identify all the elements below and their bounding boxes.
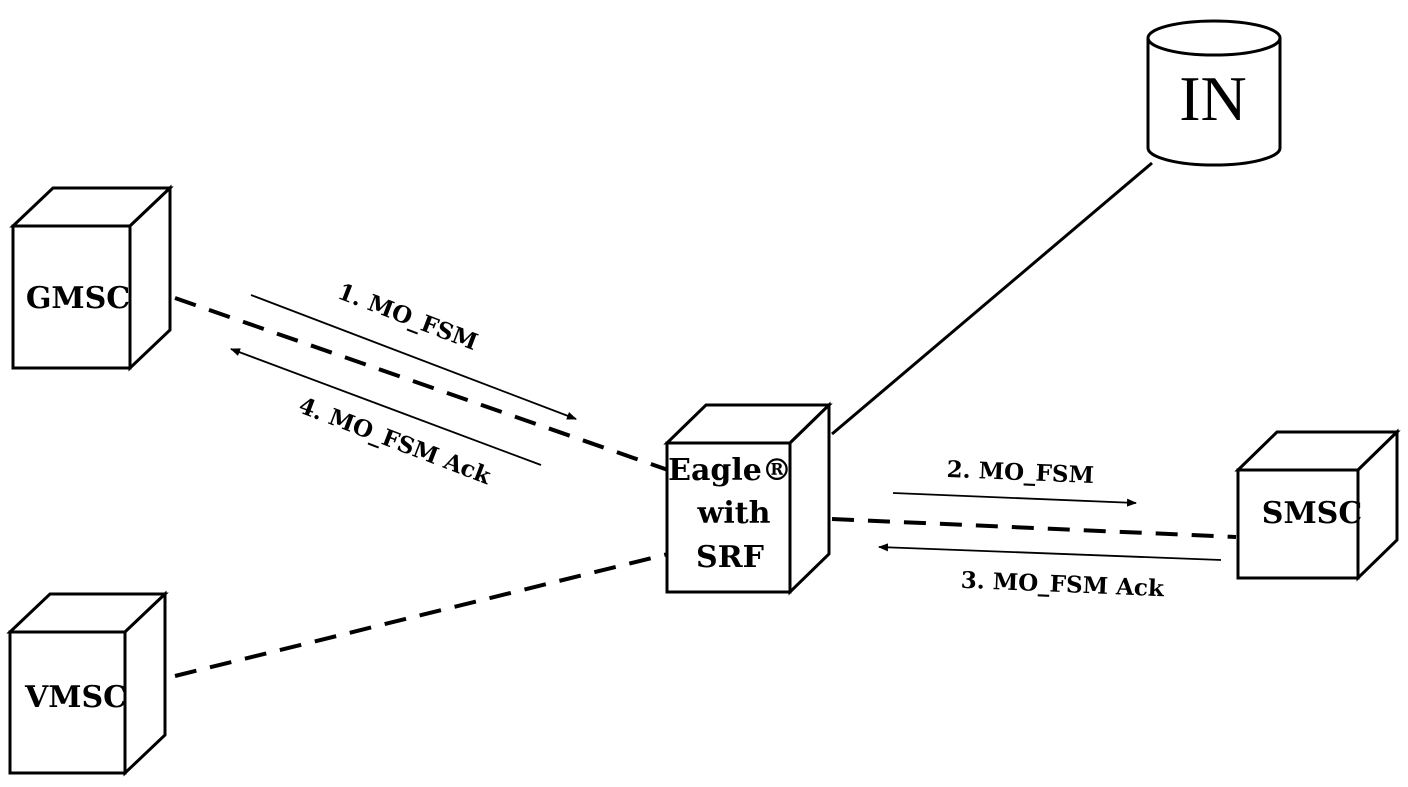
vmsc-label: VMSC [24, 680, 127, 715]
link-gmsc-eagle [174, 296, 669, 472]
links [174, 161, 1237, 678]
arrow-msg-2 [892, 492, 1137, 507]
cylinder-top [1146, 19, 1282, 57]
gmsc-label: GMSC [26, 281, 130, 316]
msg-4-label: 4. MO_FSM Ack [295, 392, 495, 490]
link-eagle-smsc [831, 517, 1237, 539]
link-vmsc-eagle [174, 552, 669, 678]
cylinder-body [1146, 38, 1282, 167]
eagle-label-line2: with [697, 496, 771, 531]
cube-front [665, 441, 792, 594]
eagle-label-line1: Eagle® [668, 453, 792, 488]
cube-front [8, 630, 127, 775]
arrow-msg-4 [230, 348, 542, 466]
arrow-msg-3 [878, 543, 1222, 561]
node-smsc: SMSC [1234, 428, 1401, 582]
node-vmsc: VMSC [6, 590, 169, 777]
smsc-label: SMSC [1262, 496, 1362, 531]
cube-front [1236, 468, 1360, 580]
arrow-msg-1 [250, 294, 577, 420]
node-eagle: Eagle® with SRF [663, 401, 833, 596]
cube-front [11, 224, 132, 370]
eagle-label-line3: SRF [696, 540, 764, 575]
node-gmsc: GMSC [9, 184, 174, 372]
link-eagle-in [831, 161, 1153, 436]
msg-1-label: 1. MO_FSM [334, 278, 481, 356]
message-arrows [230, 294, 1222, 561]
msg-2-label: 2. MO_FSM [946, 456, 1094, 489]
msg-3-label: 3. MO_FSM Ack [960, 567, 1165, 603]
in-label: IN [1179, 63, 1247, 134]
node-in-database: IN [1146, 19, 1282, 167]
